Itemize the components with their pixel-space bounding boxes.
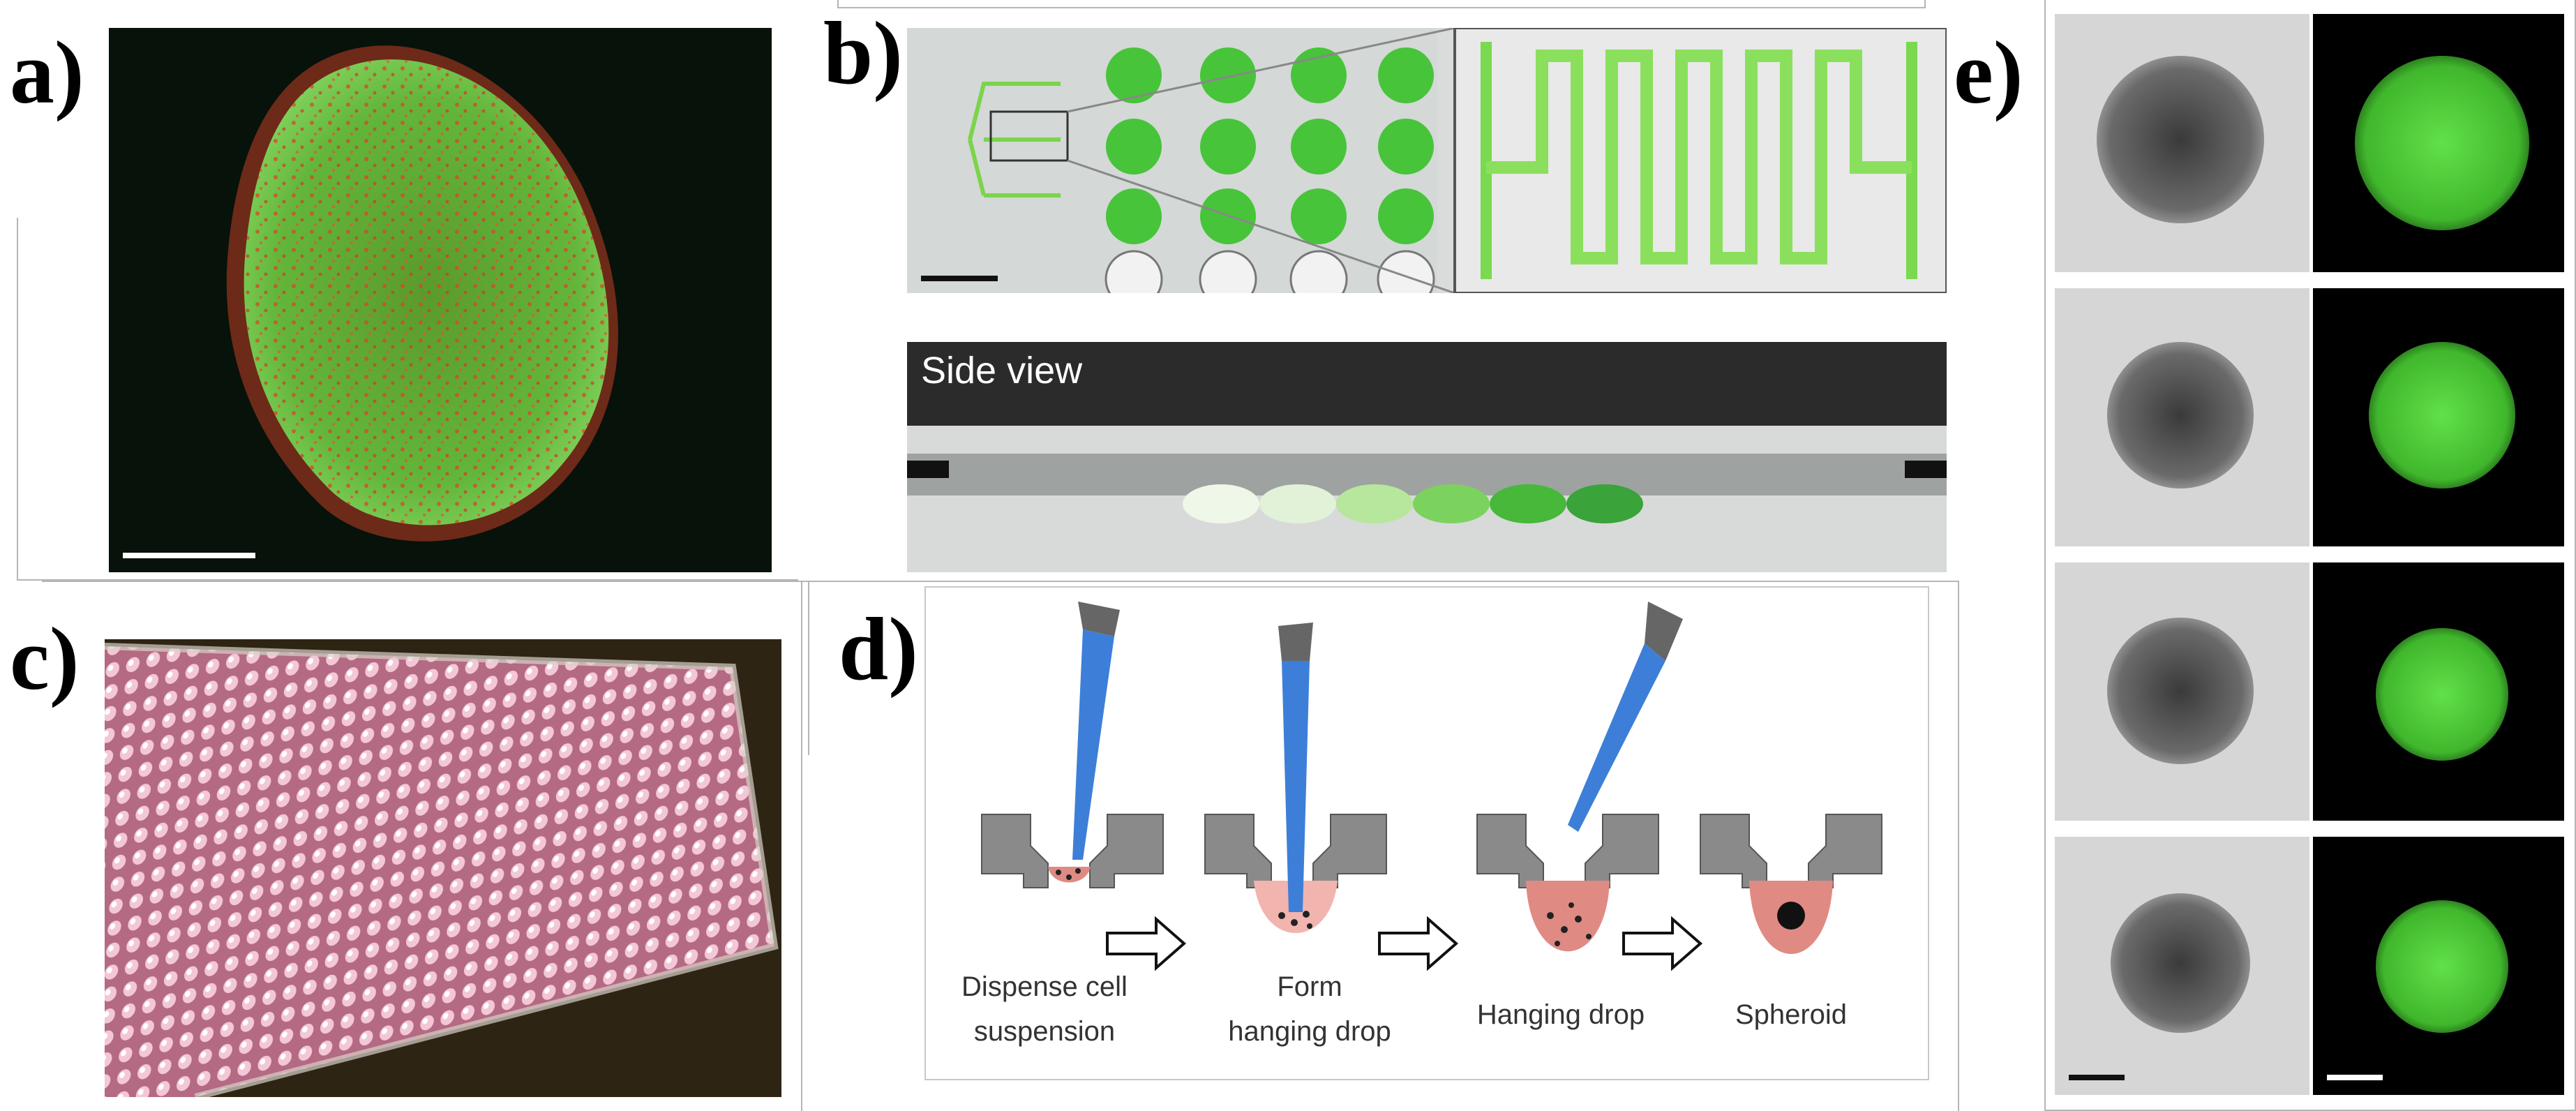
panel-a-spheroid-image [109, 28, 772, 572]
step-4-illustration [1700, 814, 1882, 954]
panel-c-microplate-image [105, 639, 781, 1097]
pipette-tip-icon [1282, 661, 1310, 912]
arrow-icon [1106, 916, 1187, 971]
step-3-illustration [1476, 602, 1683, 952]
zoom-box [989, 110, 1069, 162]
step-2-illustration [1204, 622, 1387, 933]
panel-d-label: d) [839, 599, 918, 699]
plate-surface [105, 646, 774, 1097]
pipette-tip-icon [1072, 629, 1114, 860]
side-view-title: Side view [921, 350, 1083, 392]
step-3-label: Hanging drop [1476, 999, 1645, 1030]
panel-c-label: c) [10, 609, 80, 708]
pipette-tip-icon [1568, 643, 1665, 832]
arrow-icon [1378, 916, 1459, 971]
scale-bar [2327, 1075, 2383, 1080]
serpentine-channel-inset [1453, 28, 1947, 293]
row-2 [2055, 288, 2564, 546]
panel-c-frame [42, 581, 809, 755]
scale-bar [123, 553, 255, 558]
row-4 [2055, 837, 2564, 1095]
scale-bar [921, 276, 998, 281]
row-3 [2055, 562, 2564, 821]
panel-a-frame [17, 218, 798, 581]
panel-e-label: e) [1954, 23, 2023, 122]
panel-b-side-view-image: Side view [907, 342, 1947, 572]
step-1-illustration [981, 602, 1164, 888]
panel-a-label: a) [10, 23, 84, 122]
step-4-label: Spheroid [1735, 999, 1848, 1030]
panel-d-outer-frame [801, 581, 1959, 1111]
panel-b-chip-image [907, 28, 1947, 293]
arrow-icon [1622, 916, 1703, 971]
well-grid [1104, 47, 1435, 293]
panel-b-top-frame [837, 0, 1926, 8]
scale-bar [2069, 1075, 2125, 1080]
panel-e-image-grid [2055, 14, 2564, 1097]
panel-b-label: b) [823, 3, 903, 103]
row-1 [2055, 14, 2564, 272]
panel-e-frame [2044, 0, 2576, 1111]
